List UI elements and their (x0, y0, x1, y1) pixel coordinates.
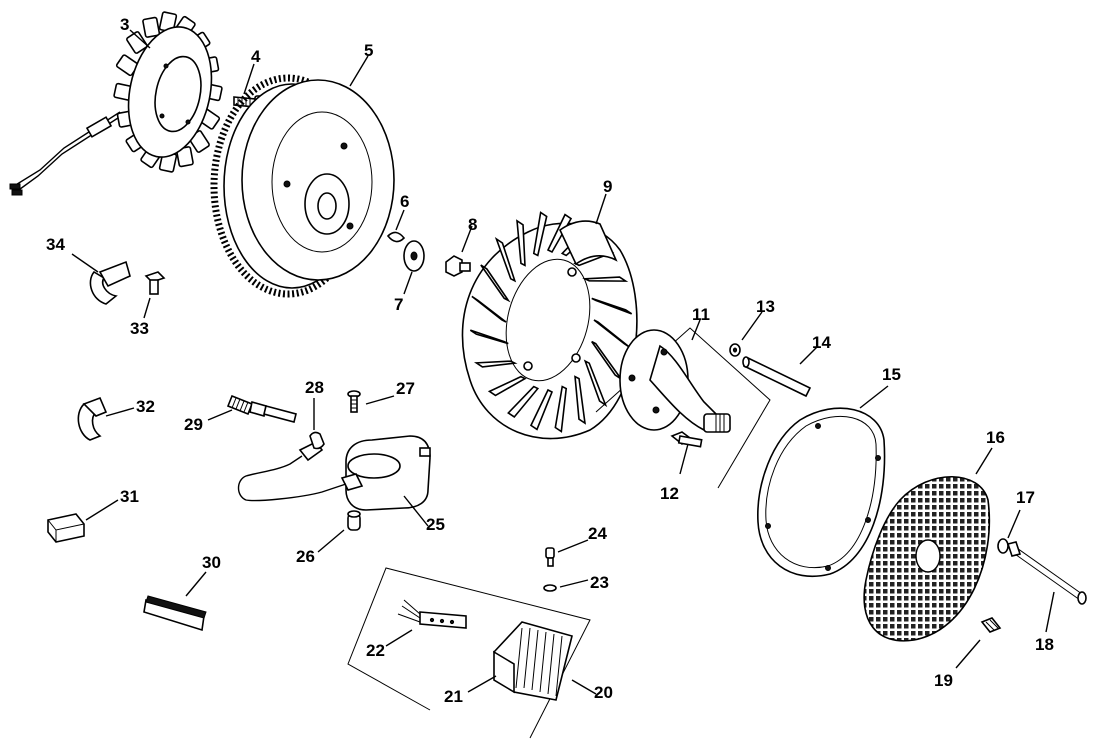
long-screw-part-18 (1006, 541, 1087, 605)
callout-6: 6 (400, 192, 409, 211)
washer-part-17 (997, 538, 1009, 554)
washer-part-7 (403, 240, 425, 272)
callout-18: 18 (1035, 635, 1054, 654)
bolt-part-8 (445, 255, 471, 277)
callout-19: 19 (934, 671, 953, 690)
fan-blade (532, 211, 548, 257)
connector-part-22 (397, 599, 467, 629)
screw-part-24 (545, 547, 555, 567)
callout-33: 33 (130, 319, 149, 338)
fan-part (461, 211, 638, 440)
fan-blade (574, 375, 586, 425)
fan-blade (469, 329, 509, 345)
plug-part-33 (144, 271, 166, 295)
leader-lines (71, 29, 1055, 695)
callout-11: 11 (692, 305, 710, 324)
fan-blade (494, 236, 517, 283)
stator-tooth (126, 31, 148, 54)
pin-part-14 (742, 356, 812, 398)
callout-23: 23 (590, 573, 609, 592)
callout-27: 27 (396, 379, 415, 398)
callout-20: 20 (594, 683, 613, 702)
handle-part-30 (143, 595, 207, 632)
rectifier-part-21 (493, 621, 573, 701)
callout-16: 16 (986, 428, 1005, 447)
callout-3: 3 (120, 15, 129, 34)
callout-13: 13 (756, 297, 775, 316)
key-part-6 (386, 231, 406, 243)
callout-8: 8 (468, 215, 477, 234)
fan-blade (582, 276, 629, 282)
callout-25: 25 (426, 515, 445, 534)
fan-blade (487, 375, 527, 397)
rotating-screen-part (863, 475, 991, 642)
callout-15: 15 (882, 365, 901, 384)
drive-hub-part (595, 327, 771, 489)
fan-blade (583, 359, 608, 408)
callout-30: 30 (202, 553, 221, 572)
callout-32: 32 (136, 397, 155, 416)
clip-part-32 (77, 396, 108, 441)
callout-14: 14 (812, 333, 831, 352)
fan-blade (591, 297, 633, 315)
stator-part (9, 11, 223, 196)
callout-21: 21 (444, 687, 463, 706)
ignition-coil-part (237, 431, 431, 511)
block-part-31 (47, 513, 85, 543)
callout-34: 34 (46, 235, 65, 254)
spark-plug-part-29 (226, 394, 297, 423)
callout-12: 12 (660, 484, 679, 503)
washer-part-23 (543, 584, 557, 592)
screw-part-27 (347, 390, 361, 413)
gasket-part (757, 407, 886, 578)
clip-part-34 (89, 260, 131, 305)
callout-24: 24 (588, 524, 607, 543)
fan-blade (473, 360, 518, 368)
callout-9: 9 (603, 177, 612, 196)
callout-29: 29 (184, 415, 203, 434)
callout-26: 26 (296, 547, 315, 566)
regulator-assembly (347, 567, 591, 739)
flywheel-part (210, 74, 395, 298)
fan-blade (480, 264, 511, 303)
callout-22: 22 (366, 641, 385, 660)
fan-blade (546, 213, 573, 254)
callout-17: 17 (1016, 488, 1035, 507)
callout-labels: 3 4 5 6 7 8 9 11 12 13 14 15 16 17 18 19… (46, 15, 1054, 706)
callout-5: 5 (364, 41, 373, 60)
callout-4: 4 (251, 47, 261, 66)
washer-part-13 (729, 343, 741, 357)
nut-part-19 (980, 617, 1002, 633)
fan-blade (471, 295, 507, 323)
callout-31: 31 (120, 487, 139, 506)
screw-part-12 (670, 431, 703, 448)
fan-blade (507, 385, 540, 419)
fan-blade (529, 388, 554, 431)
callout-28: 28 (305, 378, 324, 397)
fan-blade (516, 219, 526, 267)
stator-tooth (142, 16, 161, 38)
spacer-part-26 (347, 510, 361, 531)
fan-blade (554, 385, 568, 433)
callout-7: 7 (394, 295, 403, 314)
